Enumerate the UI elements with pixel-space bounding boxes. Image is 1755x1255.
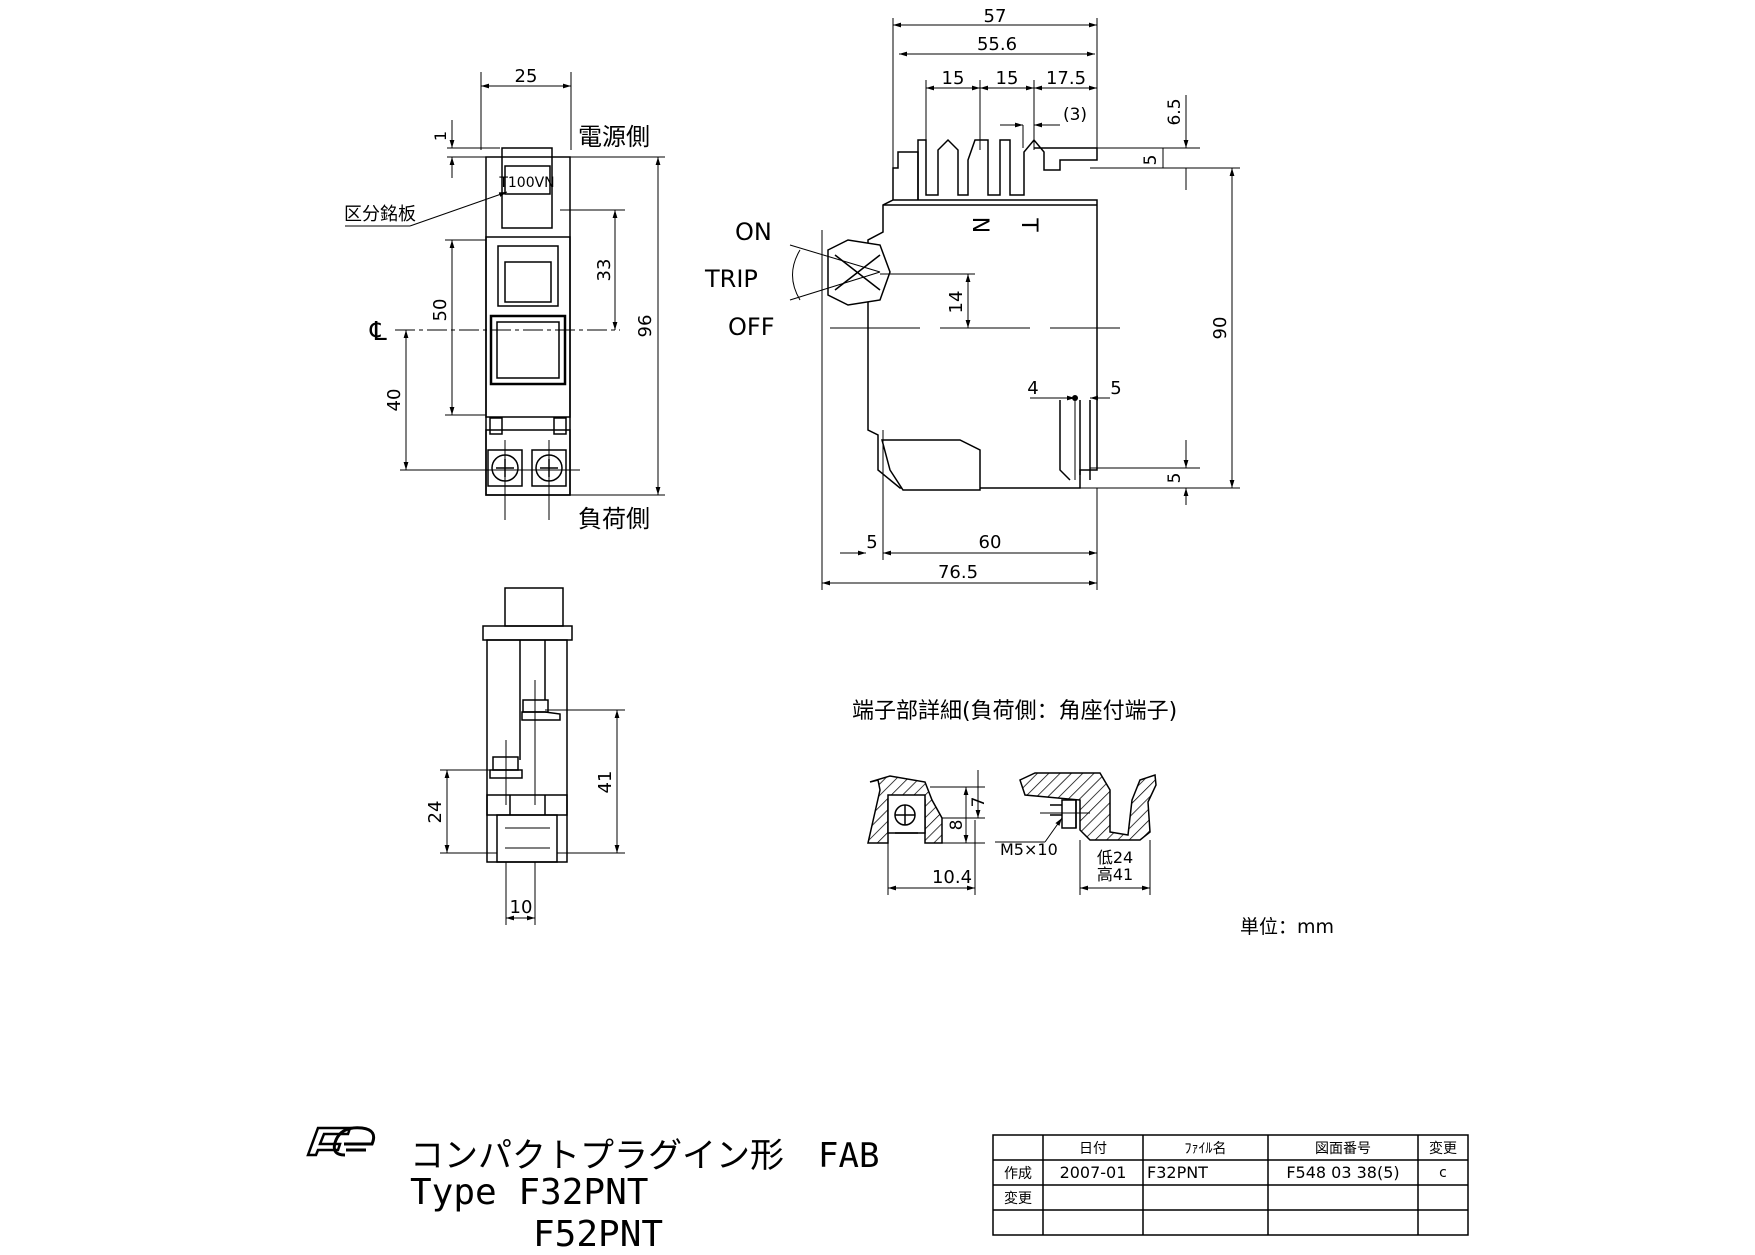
product-line-1: コンパクトプラグイン形 FAB — [410, 1136, 880, 1176]
label-off: OFF — [728, 313, 775, 341]
dim-55-6: 55.6 — [977, 34, 1017, 55]
tb-row-made-change: c — [1439, 1164, 1447, 1181]
dim-50: 50 — [430, 299, 451, 322]
terminal-detail-title: 端子部詳細(負荷側：角座付端子) — [852, 699, 1177, 724]
load-side-label: 負荷側 — [578, 505, 650, 533]
dim-4: 4 — [1027, 378, 1038, 399]
product-line-3: F52PNT — [533, 1214, 664, 1255]
dim-3: (3) — [1063, 105, 1087, 125]
tb-row-change-label: 変更 — [1004, 1190, 1032, 1207]
dim-5-bottom: 5 — [1165, 473, 1185, 484]
dim-6-5: 6.5 — [1165, 98, 1185, 125]
tb-header-change: 変更 — [1429, 1140, 1457, 1157]
front-view: 25 1 電源側 T100VN 区分銘板 — [344, 66, 665, 533]
dim-25: 25 — [515, 66, 538, 87]
dim-15a: 15 — [942, 68, 965, 89]
dim-76-5: 76.5 — [938, 562, 978, 583]
dim-17-5: 17.5 — [1046, 68, 1086, 89]
tb-row-made-label: 作成 — [1004, 1165, 1032, 1182]
dim-40: 40 — [384, 389, 405, 412]
tb-header-file: ﾌｧｲﾙ名 — [1184, 1140, 1227, 1157]
dim-5-left: 5 — [866, 532, 877, 553]
dim-8: 8 — [947, 820, 967, 831]
title-block-grid — [992, 1134, 1469, 1236]
product-line-2: Type F32PNT — [410, 1172, 649, 1213]
dim-33: 33 — [594, 259, 615, 282]
fe-logo — [306, 1126, 376, 1157]
dim-1: 1 — [431, 131, 450, 141]
dim-15b: 15 — [996, 68, 1019, 89]
tb-header-drawing-no: 図面番号 — [1315, 1140, 1371, 1157]
dim-14: 14 — [946, 291, 967, 314]
tb-header-date: 日付 — [1079, 1140, 1107, 1157]
unit-label: 単位：mm — [1240, 916, 1334, 938]
nameplate-label: 区分銘板 — [344, 204, 416, 225]
dim-60: 60 — [979, 532, 1002, 553]
dim-10-4: 10.4 — [932, 867, 972, 888]
label-on: ON — [735, 218, 772, 246]
label-trip: TRIP — [704, 265, 758, 293]
dim-90: 90 — [1210, 317, 1231, 340]
dim-7: 7 — [969, 797, 989, 808]
nameplate-text: T100VN — [498, 175, 554, 191]
bottom-view: 24 41 10 — [425, 587, 625, 925]
high-label: 高41 — [1097, 865, 1133, 884]
screw-label: M5×10 — [1000, 840, 1058, 859]
tb-row-made-file: F32PNT — [1147, 1163, 1208, 1182]
label-n: N — [967, 217, 992, 233]
label-t: T — [1016, 217, 1041, 232]
dim-24: 24 — [425, 801, 446, 824]
low-label: 低24 — [1097, 848, 1133, 867]
terminal-detail: 端子部詳細(負荷側：角座付端子) 10.4 7 8 低24 高41 M5×10 — [852, 699, 1177, 895]
dim-57: 57 — [984, 6, 1007, 27]
dim-10: 10 — [510, 897, 533, 918]
dim-5-top: 5 — [1141, 155, 1161, 166]
dim-41: 41 — [595, 771, 616, 794]
centerline-symbol: ℄ — [369, 317, 387, 347]
tb-row-made-date: 2007-01 — [1059, 1163, 1127, 1182]
supply-side-label: 電源側 — [578, 123, 650, 151]
tb-row-made-drawing-no: F548 03 38(5) — [1286, 1163, 1400, 1182]
side-view: 57 55.6 15 15 17.5 (3) 6.5 5 — [704, 6, 1240, 590]
dim-96: 96 — [635, 315, 656, 338]
dim-5-mid: 5 — [1110, 378, 1121, 399]
